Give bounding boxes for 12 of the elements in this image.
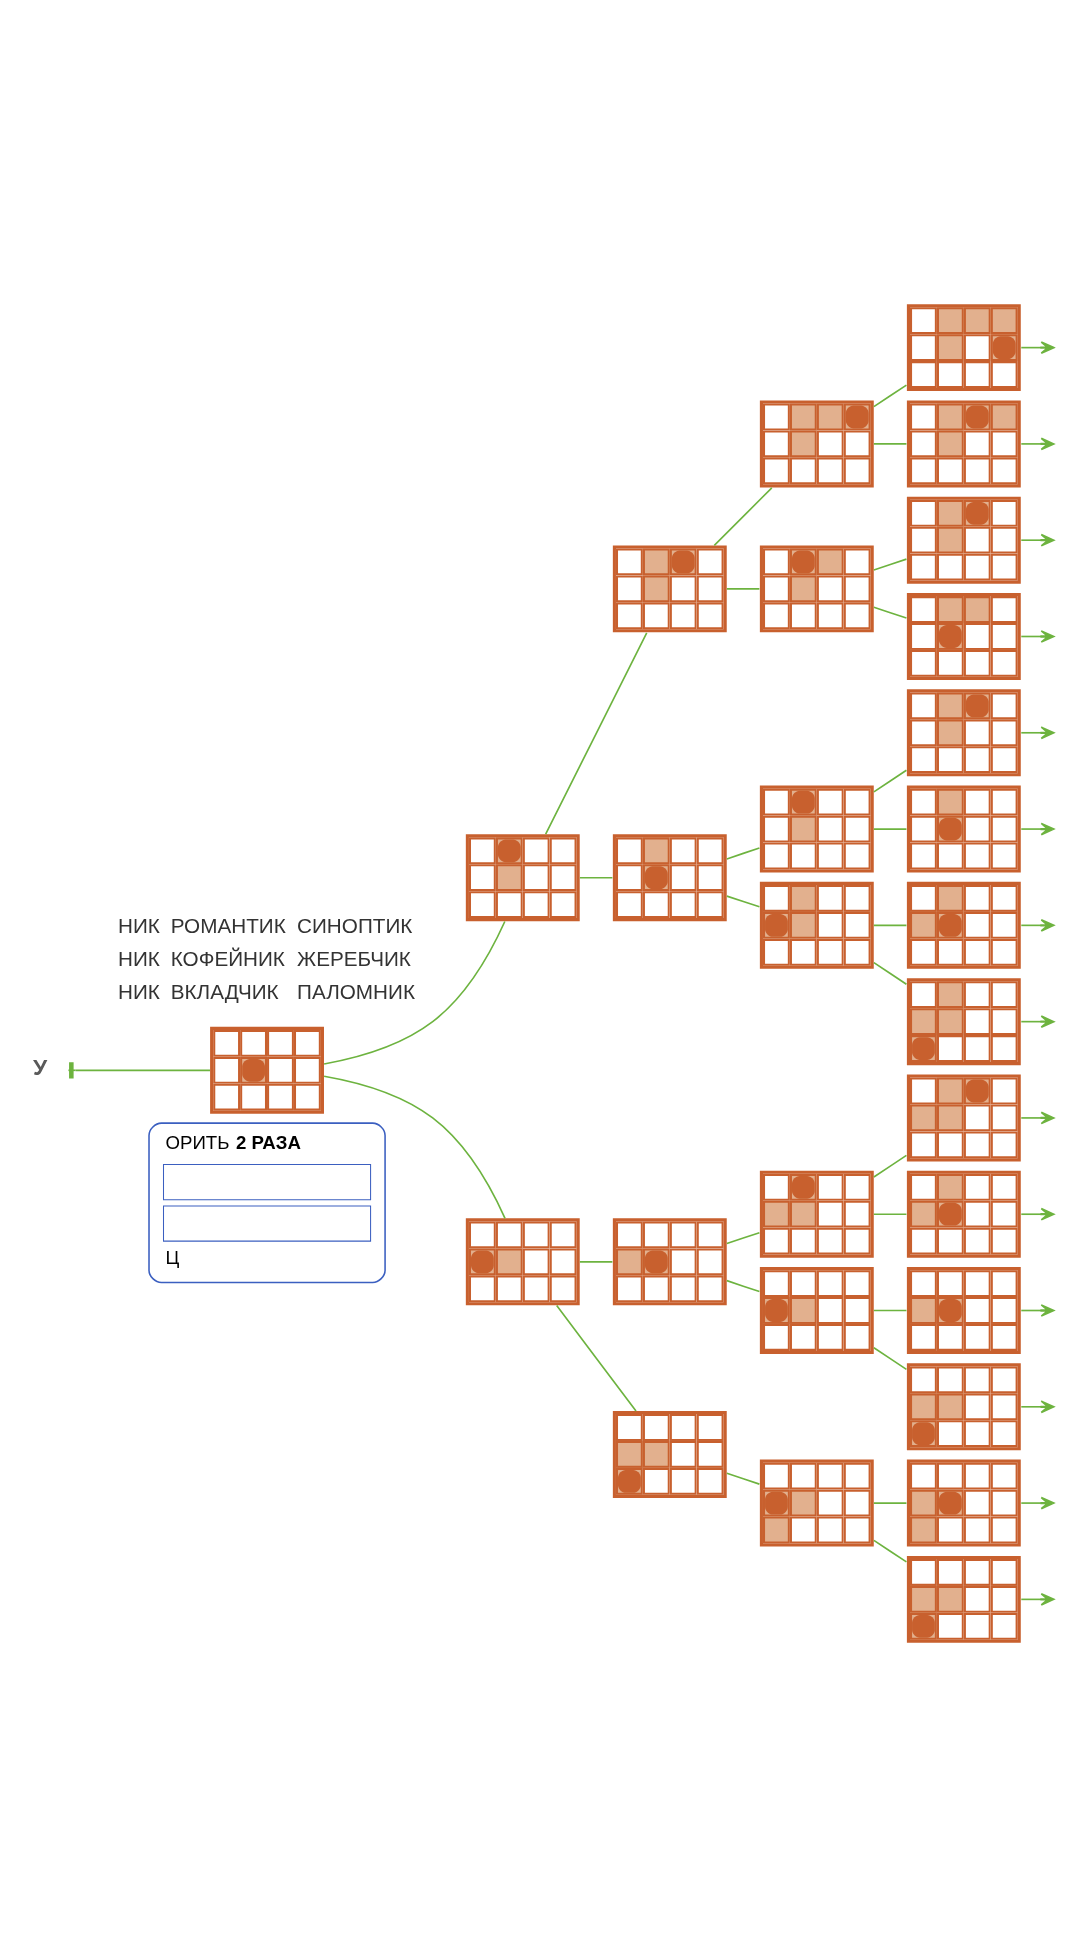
label: РОМАНТИК (170, 913, 286, 937)
label: НИК (117, 946, 160, 970)
label: Ц (165, 1247, 180, 1269)
node-text: У (33, 1054, 48, 1081)
label: КОФЕЙНИК (170, 946, 285, 970)
label: ЖЕРЕБЧИК (297, 946, 411, 970)
label: ОРИТЬ 2 РАЗА (165, 1132, 301, 1154)
label: ПАЛОМНИК (297, 979, 415, 1003)
label: НИК (117, 979, 160, 1003)
label: СИНОПТИК (297, 913, 413, 937)
label: НИК (117, 913, 160, 937)
label: ВКЛАДЧИК (170, 979, 279, 1003)
